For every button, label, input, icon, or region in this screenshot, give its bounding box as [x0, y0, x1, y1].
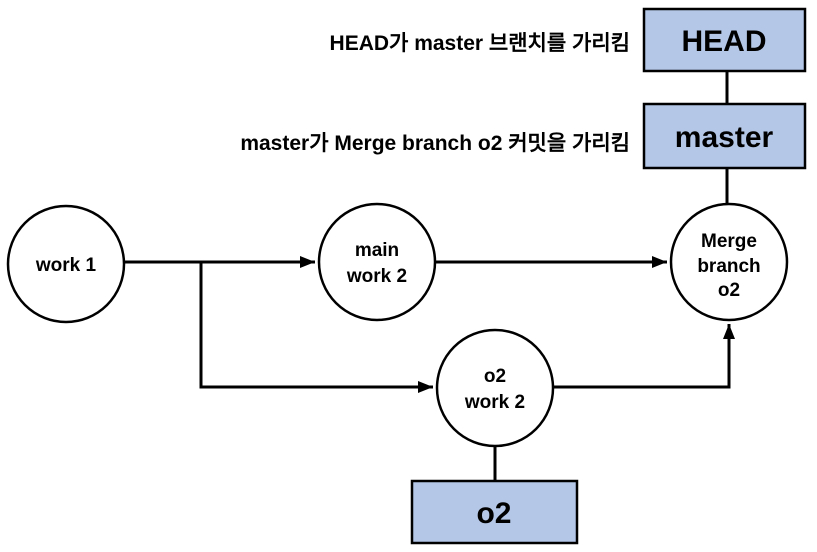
o2-work2-label-line2: work 2	[464, 392, 525, 413]
main-work2-label-line2: work 2	[346, 266, 407, 287]
edge-o2work2-to-mergebranch	[552, 324, 735, 389]
o2-work2-circle	[435, 328, 555, 448]
head-annotation: HEAD가 master 브랜치를 가리킴	[330, 32, 630, 55]
o2-work2-label-line1: o2	[484, 366, 506, 387]
merge-branch-o2-label-line2: branch	[697, 256, 760, 277]
master-box	[642, 102, 807, 170]
pointer-box-master: master	[642, 102, 807, 170]
pointer-box-o2: o2	[410, 479, 579, 545]
merge-branch-o2-label-line1: Merge	[701, 231, 757, 252]
commit-node-work1: work 1	[6, 204, 126, 324]
o2-box	[410, 479, 579, 545]
main-work2-label-line1: main	[355, 240, 399, 261]
commit-node-o2-work2: o2 work 2	[435, 328, 555, 448]
master-annotation: master가 Merge branch o2 커밋을 가리킴	[240, 132, 630, 155]
commit-node-merge-branch-o2: Merge branch o2	[669, 202, 789, 322]
edge-work1-branch-to-o2work2	[199, 262, 433, 393]
merge-branch-o2-label-line3: o2	[718, 280, 740, 301]
work1-label: work 1	[35, 255, 97, 276]
work1-circle	[6, 204, 126, 324]
main-work2-circle	[317, 202, 437, 322]
o2-box-label: o2	[476, 497, 511, 530]
head-box-label: HEAD	[681, 25, 766, 58]
edges	[124, 71, 735, 481]
head-box	[642, 7, 807, 73]
master-box-label: master	[675, 121, 774, 154]
commit-node-main-work2: main work 2	[317, 202, 437, 322]
merge-branch-o2-circle	[669, 202, 789, 322]
pointer-box-head: HEAD	[642, 7, 807, 73]
